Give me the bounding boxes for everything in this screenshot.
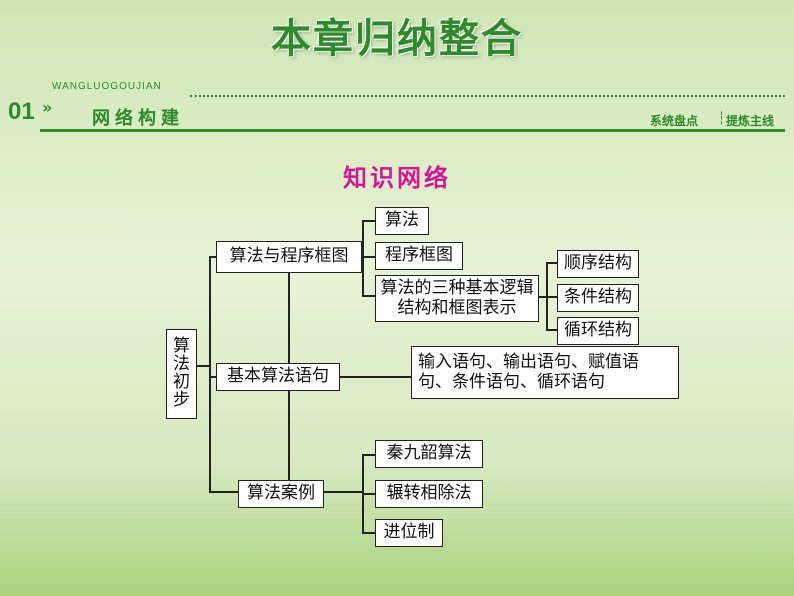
node-label: 算法初步	[173, 336, 190, 410]
header-separator: ┆	[718, 111, 726, 125]
node-label: 基本算法语句	[227, 366, 329, 387]
node-label: 循环结构	[564, 320, 632, 341]
node-branch-statements: 基本算法语句	[216, 363, 340, 391]
node-branch-cases: 算法案例	[238, 480, 324, 508]
node-loop-structure: 循环结构	[557, 317, 639, 345]
header-dotted-line	[190, 95, 785, 97]
node-label: 顺序结构	[564, 253, 632, 274]
connector	[324, 491, 364, 493]
node-number-base: 进位制	[375, 519, 443, 547]
connector	[209, 376, 216, 378]
connector	[362, 256, 375, 258]
node-label: 输入语句、输出语句、赋值语句、条件语句、循环语句	[418, 352, 639, 392]
connector	[362, 493, 375, 495]
connector	[546, 262, 557, 264]
node-label: 算法的三种基本逻辑结构和框图表示	[380, 278, 534, 318]
node-condition-structure: 条件结构	[557, 284, 639, 312]
node-branch-flowchart: 算法与程序框图	[216, 241, 362, 273]
connector	[362, 220, 375, 222]
diagram-subtitle: 知识网络	[343, 164, 451, 192]
connector	[546, 329, 557, 331]
page-title: 本章归纳整合	[271, 16, 523, 62]
connector	[362, 295, 375, 297]
connector	[546, 296, 557, 298]
connector	[288, 268, 290, 364]
node-label: 辗转相除法	[386, 483, 472, 504]
node-label: 算法	[385, 210, 419, 231]
connector	[209, 256, 216, 258]
header-underline	[40, 129, 785, 132]
node-label: 秦九韶算法	[386, 443, 472, 464]
connector	[340, 376, 411, 378]
node-statement-types: 输入语句、输出语句、赋值语句、条件语句、循环语句	[411, 346, 679, 399]
section-number: 01	[8, 98, 35, 125]
connector	[209, 256, 211, 492]
node-label: 进位制	[383, 522, 435, 543]
node-three-structures: 算法的三种基本逻辑结构和框图表示	[375, 275, 539, 322]
connector	[197, 365, 210, 367]
section-pinyin: WANGLUOGOUJIAN	[52, 81, 162, 92]
connector	[209, 491, 238, 493]
node-root: 算法初步	[166, 329, 197, 419]
connector	[288, 390, 290, 480]
section-title: 网络构建	[92, 108, 184, 129]
link-system-review[interactable]: 系统盘点	[650, 114, 699, 128]
node-sequence-structure: 顺序结构	[557, 250, 639, 278]
node-label: 条件结构	[564, 287, 632, 308]
double-chevron-icon: »	[42, 98, 53, 117]
node-qin-jiushao: 秦九韶算法	[375, 440, 483, 468]
connector	[362, 454, 375, 456]
node-flowchart: 程序框图	[375, 242, 463, 270]
node-label: 程序框图	[385, 245, 453, 266]
node-label: 算法案例	[247, 483, 315, 504]
link-main-thread[interactable]: 提炼主线	[726, 114, 775, 128]
node-label: 算法与程序框图	[229, 246, 349, 267]
connector	[539, 296, 548, 298]
node-algorithm: 算法	[375, 207, 429, 235]
connector	[362, 532, 375, 534]
node-euclidean: 辗转相除法	[375, 480, 483, 508]
connector	[362, 220, 364, 296]
